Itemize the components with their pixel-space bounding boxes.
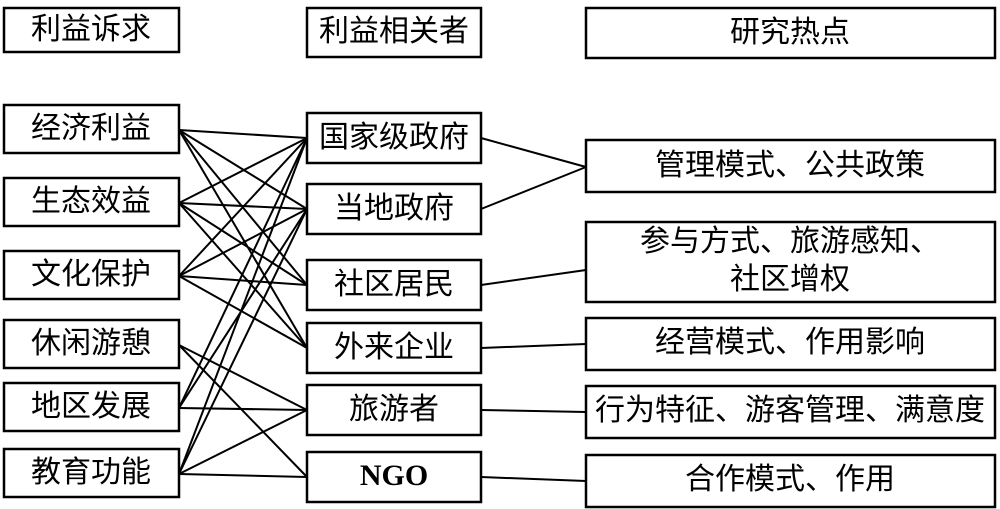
interest-label: 文化保护 — [31, 257, 151, 292]
interest-node: 生态效益 — [2, 176, 181, 228]
hotspot-label: 参与方式、旅游感知、 — [640, 224, 940, 259]
hotspot-label: 合作模式、作用 — [685, 462, 895, 497]
hotspot-node: 合作模式、作用 — [584, 453, 997, 509]
interest-label: 经济利益 — [31, 111, 151, 146]
header-interest-demands: 利益诉求 — [2, 6, 181, 54]
interest-stakeholder-link — [178, 208, 308, 277]
interest-node: 休闲游憩 — [2, 318, 181, 370]
stakeholder-hotspot-link — [480, 343, 587, 349]
interest-stakeholder-link — [178, 129, 308, 349]
hotspot-node: 行为特征、游客管理、满意度 — [584, 384, 997, 440]
interest-stakeholder-link — [178, 137, 308, 409]
hotspot-label: 行为特征、游客管理、满意度 — [595, 393, 985, 428]
interest-node: 地区发展 — [2, 381, 181, 433]
stakeholder-label: 当地政府 — [334, 191, 454, 226]
interest-label: 地区发展 — [31, 389, 151, 424]
interest-node: 文化保护 — [2, 249, 181, 301]
interest-stakeholder-link — [178, 202, 308, 286]
stakeholder-label: 社区居民 — [334, 267, 454, 302]
hotspot-label: 管理模式、公共政策 — [655, 148, 925, 183]
connector-lines — [178, 129, 587, 482]
interest-stakeholder-link — [178, 137, 308, 204]
interest-stakeholder-link — [178, 473, 308, 478]
interest-stakeholder-link — [178, 137, 308, 277]
stakeholder-hotspot-link — [480, 476, 587, 482]
stakeholder-node: 社区居民 — [305, 258, 483, 312]
stakeholder-hotspot-link — [480, 269, 587, 286]
header-stakeholders: 利益相关者 — [305, 6, 483, 59]
stakeholder-label: 外来企业 — [334, 330, 454, 365]
stakeholder-label: 旅游者 — [349, 392, 439, 427]
interest-stakeholder-link — [178, 275, 308, 286]
interest-stakeholder-link — [178, 407, 308, 411]
interest-label: 生态效益 — [31, 184, 151, 219]
interest-stakeholder-link — [178, 208, 308, 475]
stakeholder-hotspot-link — [480, 166, 587, 210]
interest-node: 教育功能 — [2, 447, 181, 499]
stakeholder-node: 外来企业 — [305, 321, 483, 375]
header-research-hotspots: 研究热点 — [584, 6, 997, 60]
hotspot-node: 参与方式、旅游感知、 社区增权 — [584, 220, 997, 304]
header-interest-demands-label: 利益诉求 — [31, 12, 151, 47]
interest-label: 教育功能 — [31, 455, 151, 490]
header-stakeholders-label: 利益相关者 — [319, 14, 469, 49]
hotspot-label: 经营模式、作用影响 — [655, 325, 925, 360]
hotspot-node: 管理模式、公共政策 — [584, 138, 997, 194]
interest-stakeholder-link — [178, 344, 308, 411]
interest-stakeholder-link — [178, 137, 308, 475]
header-research-hotspots-label: 研究热点 — [730, 15, 850, 50]
interest-stakeholder-link — [178, 409, 308, 475]
interest-label: 休闲游憩 — [31, 326, 151, 361]
interest-stakeholder-link — [178, 275, 308, 349]
stakeholder-node: 国家级政府 — [305, 111, 483, 165]
interest-stakeholder-link — [178, 202, 308, 349]
stakeholder-label: NGO — [360, 459, 428, 492]
stakeholder-label: 国家级政府 — [319, 120, 469, 155]
interest-stakeholder-link — [178, 344, 308, 478]
interest-node: 经济利益 — [2, 103, 181, 155]
stakeholder-hotspot-link — [480, 137, 587, 168]
hotspot-node: 经营模式、作用影响 — [584, 316, 997, 372]
stakeholder-node: 旅游者 — [305, 383, 483, 437]
stakeholder-node: NGO — [305, 450, 483, 504]
stakeholder-hotspot-link — [480, 409, 587, 413]
stakeholder-node: 当地政府 — [305, 182, 483, 236]
interest-stakeholder-link — [178, 129, 308, 139]
hotspot-label-line2: 社区增权 — [730, 262, 850, 297]
